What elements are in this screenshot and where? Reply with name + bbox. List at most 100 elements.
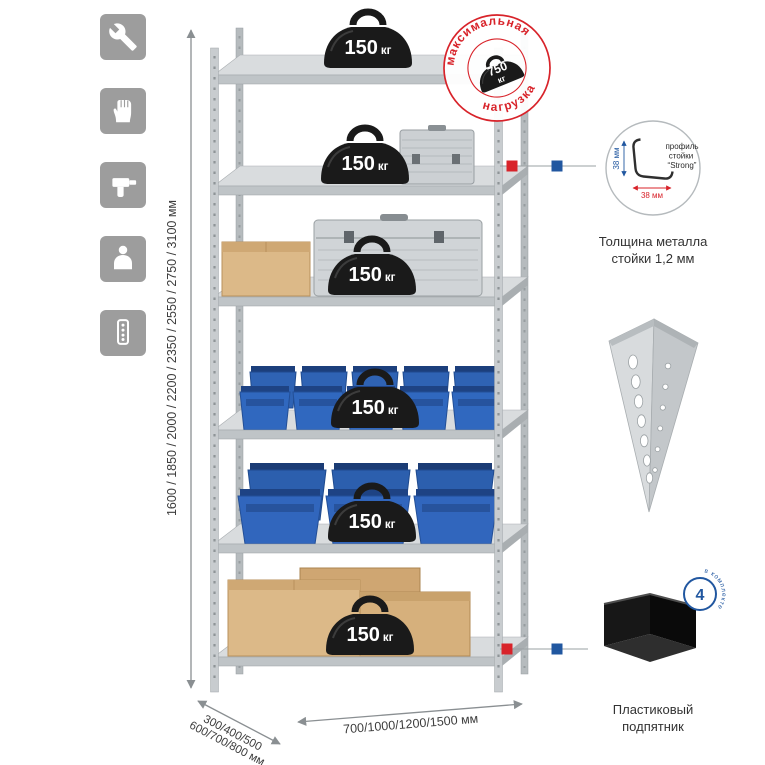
angle-top-edge-right <box>654 319 698 348</box>
connector-bottom <box>500 643 588 655</box>
rack-post-icon <box>100 310 146 356</box>
profile-caption-line1: Толщина металла <box>599 234 708 249</box>
badge-value: 4 <box>696 587 705 604</box>
depth-dimension-line <box>197 700 281 745</box>
aluminum-case-small <box>399 125 475 185</box>
angle-right-face <box>648 318 699 513</box>
bin-lip <box>299 399 337 406</box>
drill-body <box>112 178 130 187</box>
height-dimension-label: 1600 / 1850 / 2000 / 2200 / 2350 / 2550 … <box>165 200 179 516</box>
max-load-stamp: максимальная нагрузка 750 кг <box>431 0 551 122</box>
profile-callout: 38 мм 38 мм профиль стойки “Strong” Толщ… <box>599 120 708 266</box>
front-right-post <box>494 47 503 693</box>
post-hole <box>121 323 125 327</box>
shelf-side-edge <box>502 277 528 306</box>
post-hole <box>121 338 125 341</box>
shelf-front-edge <box>213 429 503 440</box>
angle-left-perforations <box>628 354 654 484</box>
width-dimension: 700/1000/1200/1500 мм <box>297 700 523 737</box>
cardboard-box-shelf3 <box>221 241 311 297</box>
bin-opening <box>251 366 295 373</box>
depth-dimension: 300/400/500 600/700/800 мм <box>187 700 281 765</box>
post-hole <box>121 333 125 337</box>
shelf-front-edge <box>213 656 503 667</box>
profile-label-line1: профиль <box>665 142 698 151</box>
bin-opening <box>404 366 448 373</box>
red-marker-square <box>506 160 518 172</box>
drill-icon <box>100 162 146 208</box>
foot-rim-highlight <box>603 592 697 607</box>
case-latch <box>412 154 420 164</box>
bin-opening <box>416 489 496 497</box>
case-handle <box>380 214 408 221</box>
storage-bin <box>237 495 323 545</box>
profile-caption-line2: стойки 1,2 мм <box>612 251 695 266</box>
angle-right-perforations <box>652 362 672 473</box>
bin-lip <box>246 504 314 512</box>
foot-wall-right <box>650 594 696 648</box>
glove-finger-lines <box>120 100 129 108</box>
angle-post-image <box>608 318 699 513</box>
profile-dim-horizontal-label: 38 мм <box>641 191 663 200</box>
shelf-side-edge <box>502 410 528 439</box>
bin-opening <box>334 463 408 471</box>
angle-left-face <box>608 318 655 513</box>
bin-lip <box>422 504 490 512</box>
bin-opening <box>453 386 501 393</box>
storage-bin <box>413 495 499 545</box>
glove-glyph <box>113 100 132 123</box>
case-ribs <box>402 139 472 173</box>
drill-chuck <box>129 180 137 185</box>
bin-opening <box>328 489 408 497</box>
post-hole <box>121 328 125 332</box>
width-dimension-label: 700/1000/1200/1500 мм <box>343 712 479 737</box>
stamp-inner-ring <box>467 38 527 98</box>
case-latch <box>344 231 354 243</box>
angle-top-edge-left <box>609 319 654 346</box>
bin-lip <box>405 399 443 406</box>
storage-bin <box>239 391 291 431</box>
bin-opening <box>250 463 324 471</box>
post-outline <box>117 319 129 345</box>
bin-opening <box>241 386 289 393</box>
bin-opening <box>302 366 346 373</box>
bin-opening <box>400 386 448 393</box>
profile-label-line3: “Strong” <box>668 161 697 170</box>
glove-icon <box>100 88 146 134</box>
wrench-glyph <box>109 23 137 51</box>
case-latch <box>434 231 444 243</box>
person-head <box>118 245 128 255</box>
shelf-front-edge <box>213 543 503 554</box>
wrench-icon <box>100 14 146 60</box>
blue-marker-square <box>551 160 563 172</box>
shelf-side-edge <box>502 166 528 195</box>
bin-opening <box>418 463 492 471</box>
profile-label-line2: стойки <box>669 152 693 161</box>
case-handle <box>428 125 446 131</box>
red-marker-square <box>501 643 513 655</box>
bin-opening <box>240 489 320 497</box>
person-icon <box>100 236 146 282</box>
person-body <box>114 255 132 270</box>
width-dimension-line <box>297 700 523 726</box>
foot-caption-line1: Пластиковый <box>613 702 693 717</box>
foot-callout: 4 в комплекте Пластиковый подпятник <box>603 567 726 734</box>
shelf-side-edge <box>502 637 528 666</box>
foot-caption-line2: подпятник <box>622 719 684 734</box>
bin-lip <box>246 399 284 406</box>
case-latch <box>452 154 460 164</box>
drill-handle <box>117 186 124 197</box>
profile-dim-vertical-label: 38 мм <box>612 147 621 169</box>
bin-opening <box>455 366 499 373</box>
shelf-front-edge <box>213 185 503 196</box>
